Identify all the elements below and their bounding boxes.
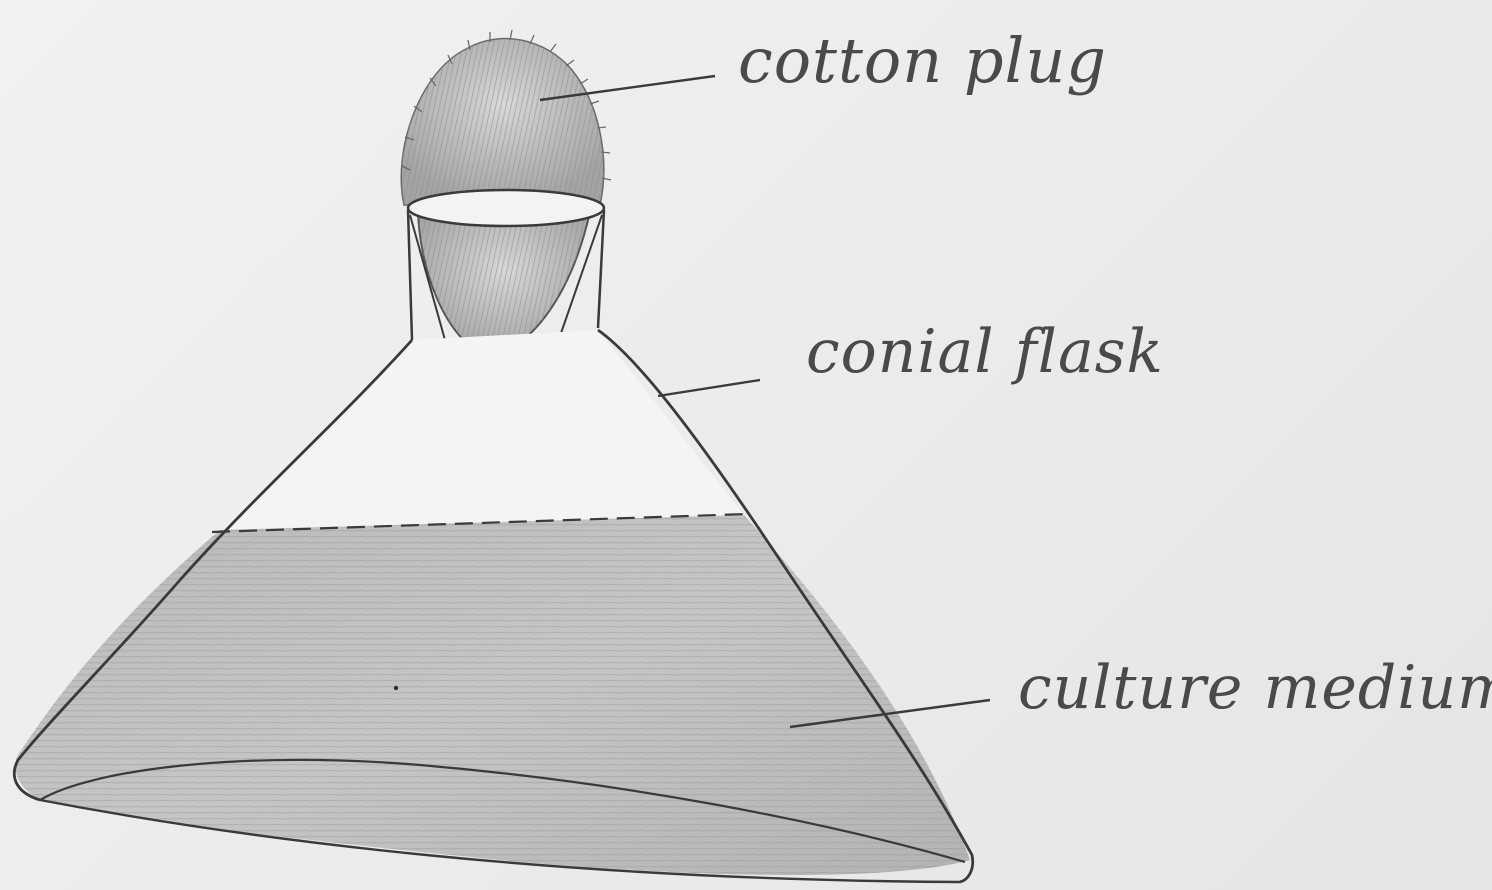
- flask-body: [222, 330, 744, 530]
- pencil-dot: [394, 686, 398, 690]
- label-cotton-plug: cotton plug: [738, 30, 1107, 92]
- label-conical-flask: conial flask: [806, 322, 1164, 382]
- label-culture-medium: culture medium: [1018, 658, 1492, 718]
- leader-line-conical-flask: [658, 380, 760, 396]
